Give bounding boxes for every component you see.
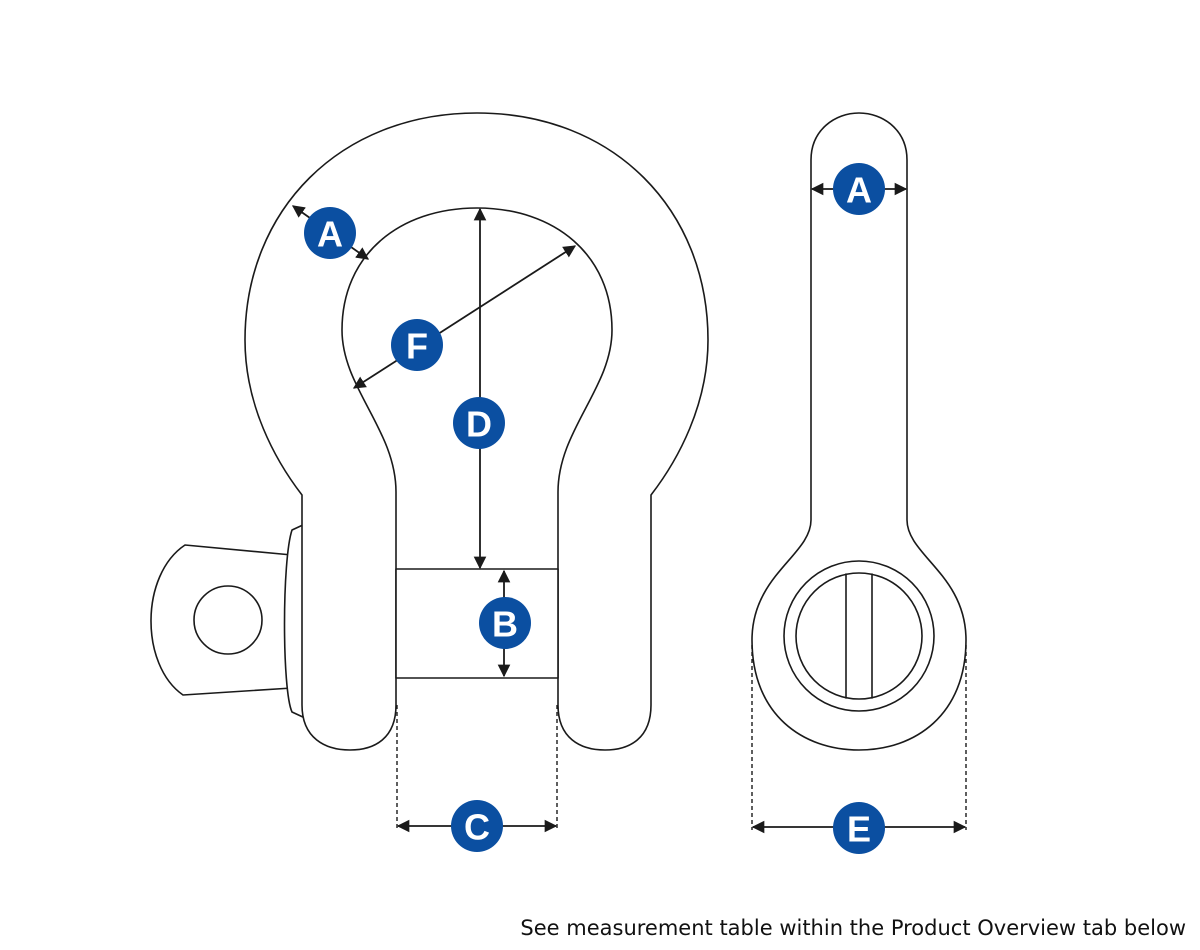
dimension-f-arrow	[352, 245, 577, 389]
badge-front-c: C	[451, 800, 503, 852]
pin-head-hole	[193, 585, 263, 655]
measurement-table-note: See measurement table within the Product…	[520, 916, 1186, 940]
badge-front-b-label: B	[492, 604, 518, 645]
badge-side-a-circle	[833, 163, 885, 215]
badge-front-d-label: D	[466, 404, 492, 445]
badge-side-a: A	[833, 163, 885, 215]
badge-front-c-circle	[451, 800, 503, 852]
shackle-bow	[244, 112, 709, 751]
badge-side-e: E	[833, 802, 885, 854]
badge-side-a-label: A	[846, 170, 872, 211]
badge-front-b-circle	[479, 597, 531, 649]
pin-collar	[283, 523, 306, 719]
badge-front-a-circle	[304, 207, 356, 259]
badge-side-e-label: E	[847, 809, 871, 850]
side-pin-inner-ring	[795, 572, 923, 700]
badge-side-e-circle	[833, 802, 885, 854]
badge-front-a-label: A	[317, 214, 343, 255]
badge-front-f-circle	[391, 319, 443, 371]
badge-front-f-label: F	[406, 326, 428, 367]
badge-front-b: B	[479, 597, 531, 649]
badge-front-d: D	[453, 397, 505, 449]
shackle-side-view	[751, 112, 967, 834]
shackle-front-view	[150, 112, 709, 833]
badge-front-c-label: C	[464, 807, 490, 848]
shackle-pin	[395, 568, 559, 679]
badge-front-f: F	[391, 319, 443, 371]
badge-front-d-circle	[453, 397, 505, 449]
badge-front-a: A	[304, 207, 356, 259]
